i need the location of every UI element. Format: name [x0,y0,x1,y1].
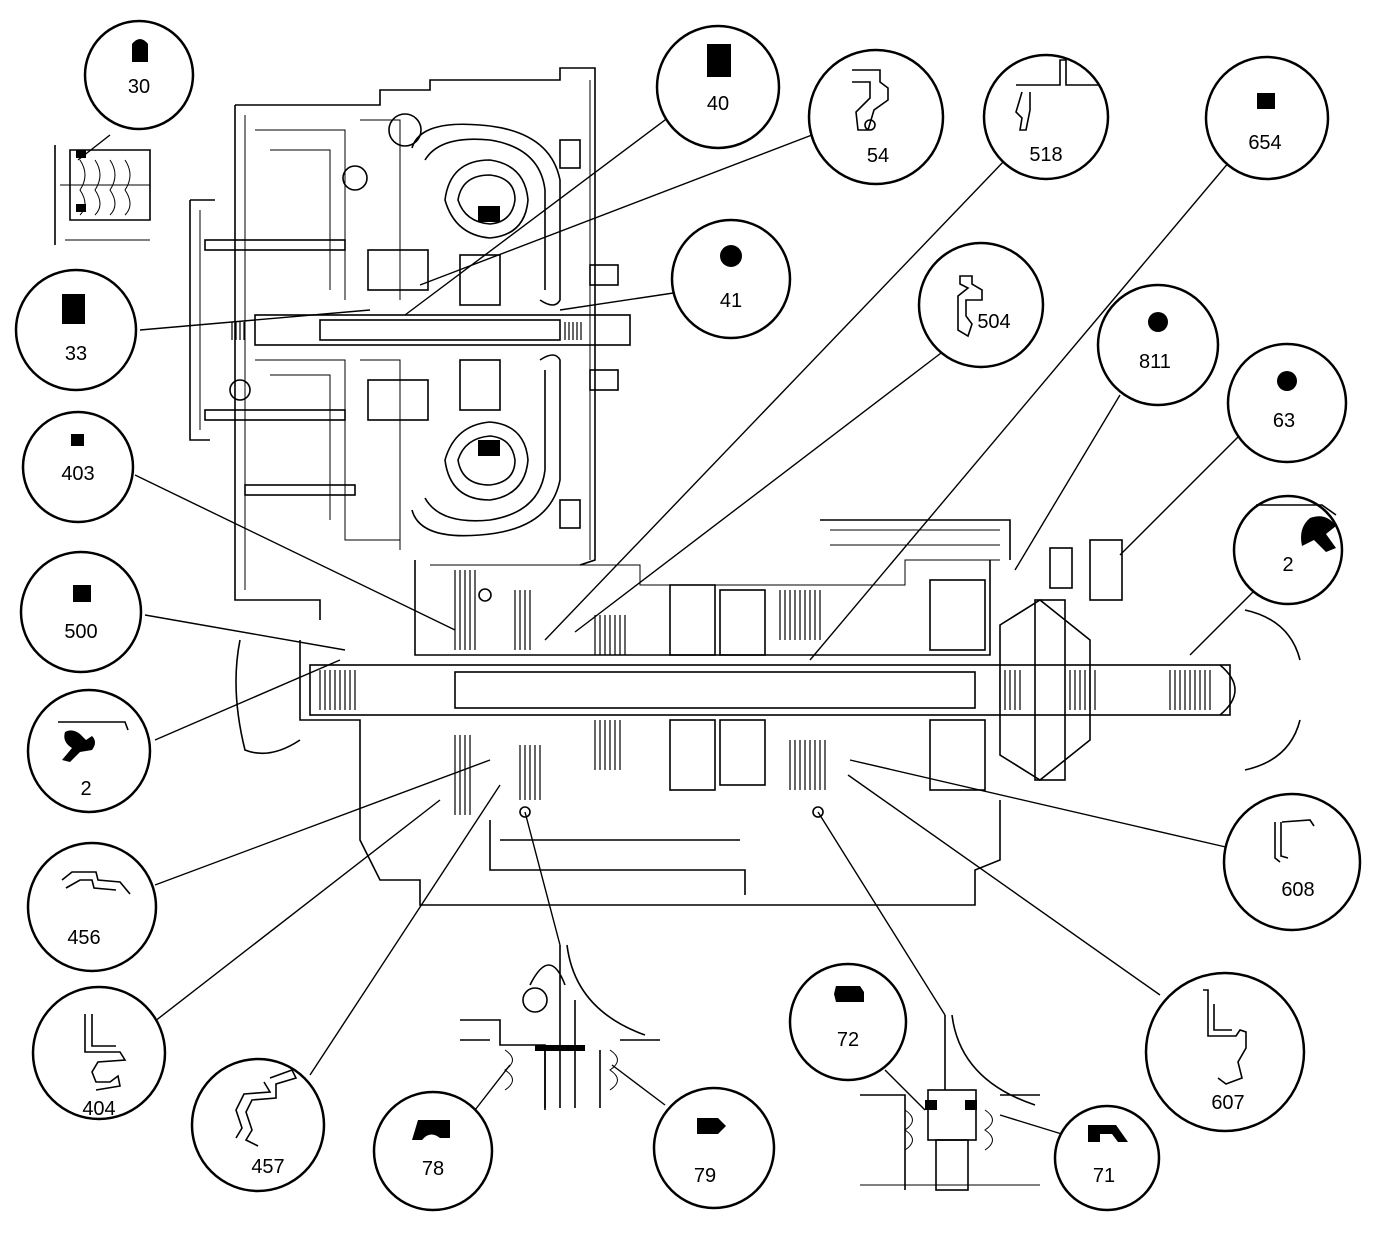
seal-profile-icon [61,871,131,895]
callout-label: 504 [977,311,1010,333]
callout-404: 404 [31,985,167,1121]
dot-icon [720,245,742,267]
seal-profile-icon [1203,989,1247,1085]
callout-label: 54 [867,145,889,167]
callout-label: 41 [720,290,742,312]
callout-63: 63 [1226,342,1348,464]
callout-label: 33 [65,343,87,365]
callout-label: 500 [64,621,97,643]
callout-label: 404 [82,1098,115,1120]
leader-lines [77,104,1256,1136]
lip-seal-icon [58,721,129,731]
transmission-cross-section [189,67,1301,906]
callout-label: 2 [80,778,91,800]
square-icon [62,294,85,324]
callout-608: 608 [1222,792,1362,932]
callout-label: 457 [251,1156,284,1178]
seal-profile-icon [1015,59,1098,131]
square-icon [73,585,91,602]
callout-label: 607 [1211,1092,1244,1114]
bullet-head-icon [132,39,148,62]
seal-profile-icon [1274,819,1315,863]
callout-label: 608 [1281,879,1314,901]
square-icon [71,434,84,446]
callout-78: 78 [372,1090,494,1212]
callout-33: 33 [14,268,138,392]
square-icon [707,44,731,77]
seal-profile-icon [235,1069,298,1147]
callout-label: 79 [694,1165,716,1187]
callout-654: 654 [1204,55,1330,181]
callout-2-right: 2 [1232,494,1344,606]
inset-detail-30 [54,145,151,245]
callout-30: 30 [83,19,195,131]
square-icon [1257,93,1275,109]
d-shape-icon [697,1118,726,1134]
callout-label: 71 [1093,1165,1115,1187]
inset-detail-78-79 [460,944,660,1110]
callout-40: 40 [655,24,781,150]
callout-457: 457 [190,1057,326,1193]
callout-504: 504 [917,241,1045,369]
inset-detail-71-72 [860,1014,1040,1191]
callout-label: 72 [837,1029,859,1051]
callout-500: 500 [19,550,143,674]
callout-71: 71 [1053,1104,1161,1212]
seal-profile-icon [84,1014,127,1091]
callout-label: 30 [128,76,150,98]
callout-label: 78 [422,1158,444,1180]
callout-403: 403 [21,410,135,524]
callout-72: 72 [788,962,908,1082]
lip-seal-icon [1256,504,1337,516]
dot-icon [1277,371,1297,391]
callout-54: 54 [807,48,945,186]
callout-607: 607 [1144,971,1306,1133]
seal-profile-icon [957,275,983,338]
callout-79: 79 [652,1086,776,1210]
callout-label: 40 [707,93,729,115]
callout-811: 811 [1096,283,1220,407]
callout-label: 811 [1139,351,1171,373]
dot-icon [1148,312,1168,332]
n-shape-icon [1088,1125,1128,1142]
callout-label: 456 [67,927,100,949]
callout-2-left: 2 [26,688,152,814]
callout-label: 518 [1029,144,1062,166]
callout-label: 2 [1282,554,1293,576]
callout-label: 63 [1273,410,1295,432]
callout-518: 518 [982,53,1110,181]
trapezoid-icon [412,1120,450,1140]
callout-41: 41 [670,218,792,340]
callout-456: 456 [26,841,158,973]
d-shape-icon [834,986,864,1002]
callout-label: 403 [61,463,94,485]
callout-label: 654 [1248,132,1281,154]
